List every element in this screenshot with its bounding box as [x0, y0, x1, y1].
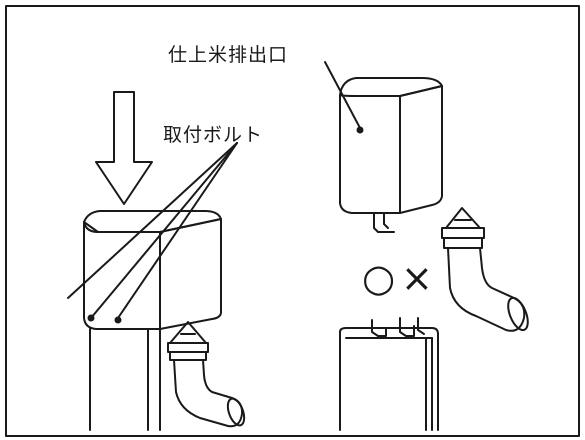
- outlet-label: 仕上米排出口: [168, 44, 289, 66]
- leader-line: [324, 61, 361, 129]
- frame-border: [5, 5, 580, 437]
- right-lower-column: [339, 327, 439, 431]
- left-cover-side: [159, 218, 222, 330]
- right-hopper-bands: [441, 227, 485, 249]
- right-cover-side: [399, 85, 443, 214]
- right-hopper: [445, 207, 481, 229]
- left-hopper-bands: [167, 342, 209, 361]
- right-bolt: [417, 317, 425, 335]
- bolt-dot: [114, 316, 122, 324]
- bolt-label: 取付ボルト: [163, 124, 264, 146]
- left-spout: [173, 359, 244, 428]
- right-clip: [373, 212, 395, 233]
- leader-line: [117, 142, 238, 319]
- ng-mark: ×: [401, 256, 433, 300]
- leader-line: [67, 142, 238, 299]
- right-bolt: [399, 317, 415, 337]
- left-spout-end: [226, 397, 246, 427]
- right-bolt: [371, 319, 387, 337]
- ok-mark: ○: [362, 256, 396, 300]
- right-cover-front: [339, 94, 401, 214]
- leader-line: [90, 142, 238, 319]
- right-spout-end: [507, 296, 529, 332]
- right-clip: [383, 212, 389, 229]
- left-hopper: [169, 321, 207, 344]
- down-arrow: [95, 91, 153, 205]
- leader-dot: [356, 126, 364, 134]
- right-cover-top: [339, 77, 443, 97]
- right-spout: [447, 247, 526, 332]
